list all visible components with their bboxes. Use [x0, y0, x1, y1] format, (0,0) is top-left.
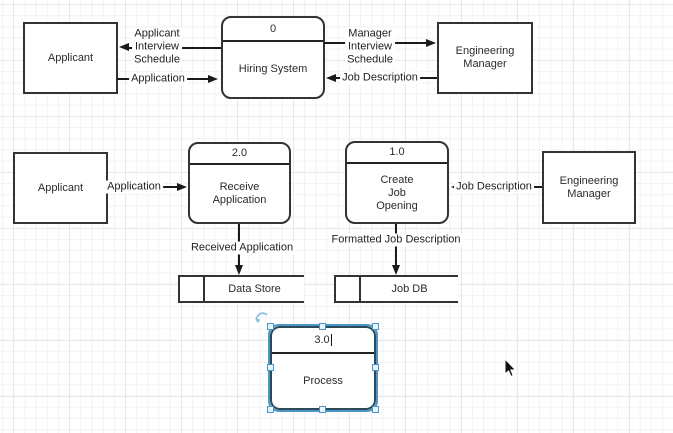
resize-handle-sw[interactable]: [266, 405, 274, 413]
entity-label: Engineering Manager: [455, 45, 515, 70]
entity-engineering-manager-top[interactable]: Engineering Manager: [437, 22, 533, 94]
process-label: Create Job Opening: [376, 173, 418, 212]
process-label: Hiring System: [238, 63, 308, 75]
mouse-cursor-icon: [504, 359, 517, 378]
process-number: 1.0: [347, 143, 447, 164]
arrowhead-right-icon: [208, 75, 218, 83]
process-number-text: 3.0: [314, 333, 330, 346]
process-create-job-opening[interactable]: 1.0 Create Job Opening: [345, 141, 449, 224]
resize-handle-n[interactable]: [319, 322, 326, 330]
entity-label: Applicant: [47, 51, 94, 64]
resize-handle-nw[interactable]: [266, 322, 274, 330]
data-store-id-cell: [180, 277, 205, 301]
resize-handle-ne[interactable]: [371, 322, 379, 330]
process-number-editing[interactable]: 3.0: [272, 328, 374, 354]
data-store-label: Job DB: [391, 283, 428, 295]
arrowhead-right-icon: [177, 183, 187, 191]
process-number: 0: [223, 18, 323, 42]
process-label: Receive Application: [212, 180, 267, 206]
entity-label: Applicant: [37, 181, 84, 194]
flow-label-job-description-mid[interactable]: Job Description: [454, 180, 534, 194]
resize-handle-e[interactable]: [371, 364, 379, 371]
flow-label-job-description-top[interactable]: Job Description: [340, 71, 420, 85]
process-receive-application[interactable]: 2.0 Receive Application: [188, 142, 291, 224]
arrowhead-right-icon: [426, 39, 436, 47]
process-label: Process: [303, 374, 343, 387]
process-hiring-system[interactable]: 0 Hiring System: [221, 16, 325, 99]
flow-label-received-application[interactable]: Received Application: [188, 241, 296, 255]
flow-label-application-top[interactable]: Application: [129, 72, 187, 86]
flow-label-application-mid[interactable]: Application: [105, 180, 163, 194]
data-store-job-db[interactable]: Job DB: [334, 275, 458, 303]
flow-label-formatted-job-description[interactable]: Formatted Job Description: [329, 233, 463, 247]
flow-label-manager-interview-schedule[interactable]: Manager Interview Schedule: [345, 27, 395, 67]
resize-handle-w[interactable]: [266, 364, 274, 371]
resize-handle-se[interactable]: [371, 405, 379, 413]
entity-applicant-top[interactable]: Applicant: [23, 22, 118, 94]
data-store-id-cell: [336, 277, 361, 301]
data-store-data-store[interactable]: Data Store: [178, 275, 304, 303]
process-number: 2.0: [190, 144, 289, 165]
resize-handle-s[interactable]: [319, 405, 326, 413]
entity-applicant-mid[interactable]: Applicant: [13, 152, 108, 224]
entity-label: Engineering Manager: [559, 174, 619, 200]
entity-engineering-manager-mid[interactable]: Engineering Manager: [542, 151, 636, 224]
text-caret: [330, 334, 332, 346]
arrowhead-down-icon: [235, 265, 243, 275]
flow-label-applicant-interview-schedule[interactable]: Applicant Interview Schedule: [132, 27, 182, 67]
arrowhead-down-icon: [392, 265, 400, 275]
data-store-label: Data Store: [228, 283, 281, 295]
arrowhead-left-icon: [119, 43, 129, 51]
process-3-0-selected[interactable]: 3.0 Process: [270, 326, 376, 410]
rotate-handle-icon[interactable]: [254, 310, 270, 324]
arrowhead-left-icon: [326, 74, 336, 82]
